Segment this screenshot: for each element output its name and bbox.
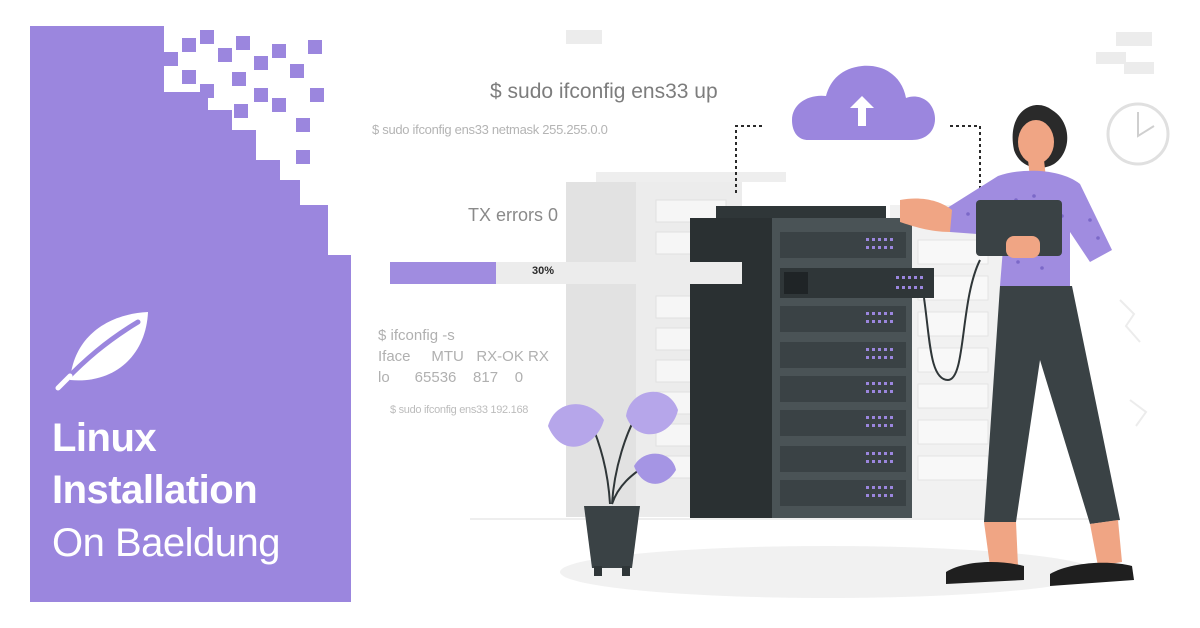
title-line-installation: Installation <box>52 468 258 512</box>
terminal-command-ip: $ sudo ifconfig ens33 192.168 <box>390 404 529 416</box>
title-line-linux: Linux <box>52 416 157 460</box>
terminal-command-up: $ sudo ifconfig ens33 up <box>490 80 718 103</box>
terminal-command-netmask: $ sudo ifconfig ens33 netmask 255.255.0.… <box>372 122 608 137</box>
clock-icon <box>1106 102 1170 166</box>
woman-illustration <box>900 104 1134 586</box>
page-title: Linux Installation On Baeldung <box>52 412 281 570</box>
brand-panel <box>30 26 351 602</box>
cloud-upload-icon <box>735 65 981 196</box>
progress-fill <box>390 262 496 284</box>
terminal-ifconfig-cmd: $ ifconfig -s <box>378 327 455 344</box>
terminal-tx-errors: TX errors 0 <box>468 205 559 225</box>
leaf-icon <box>55 312 148 391</box>
title-line-baeldung: On Baeldung <box>52 521 281 565</box>
terminal-ifconfig-output: $ ifconfig -s Iface MTU RX-OK RX lo 6553… <box>378 325 549 388</box>
plant-illustration <box>548 391 678 576</box>
terminal-ifconfig-header: Iface MTU RX-OK RX <box>378 348 549 365</box>
terminal-ifconfig-row: lo 65536 817 0 <box>378 369 524 386</box>
progress-label: 30% <box>532 265 555 277</box>
